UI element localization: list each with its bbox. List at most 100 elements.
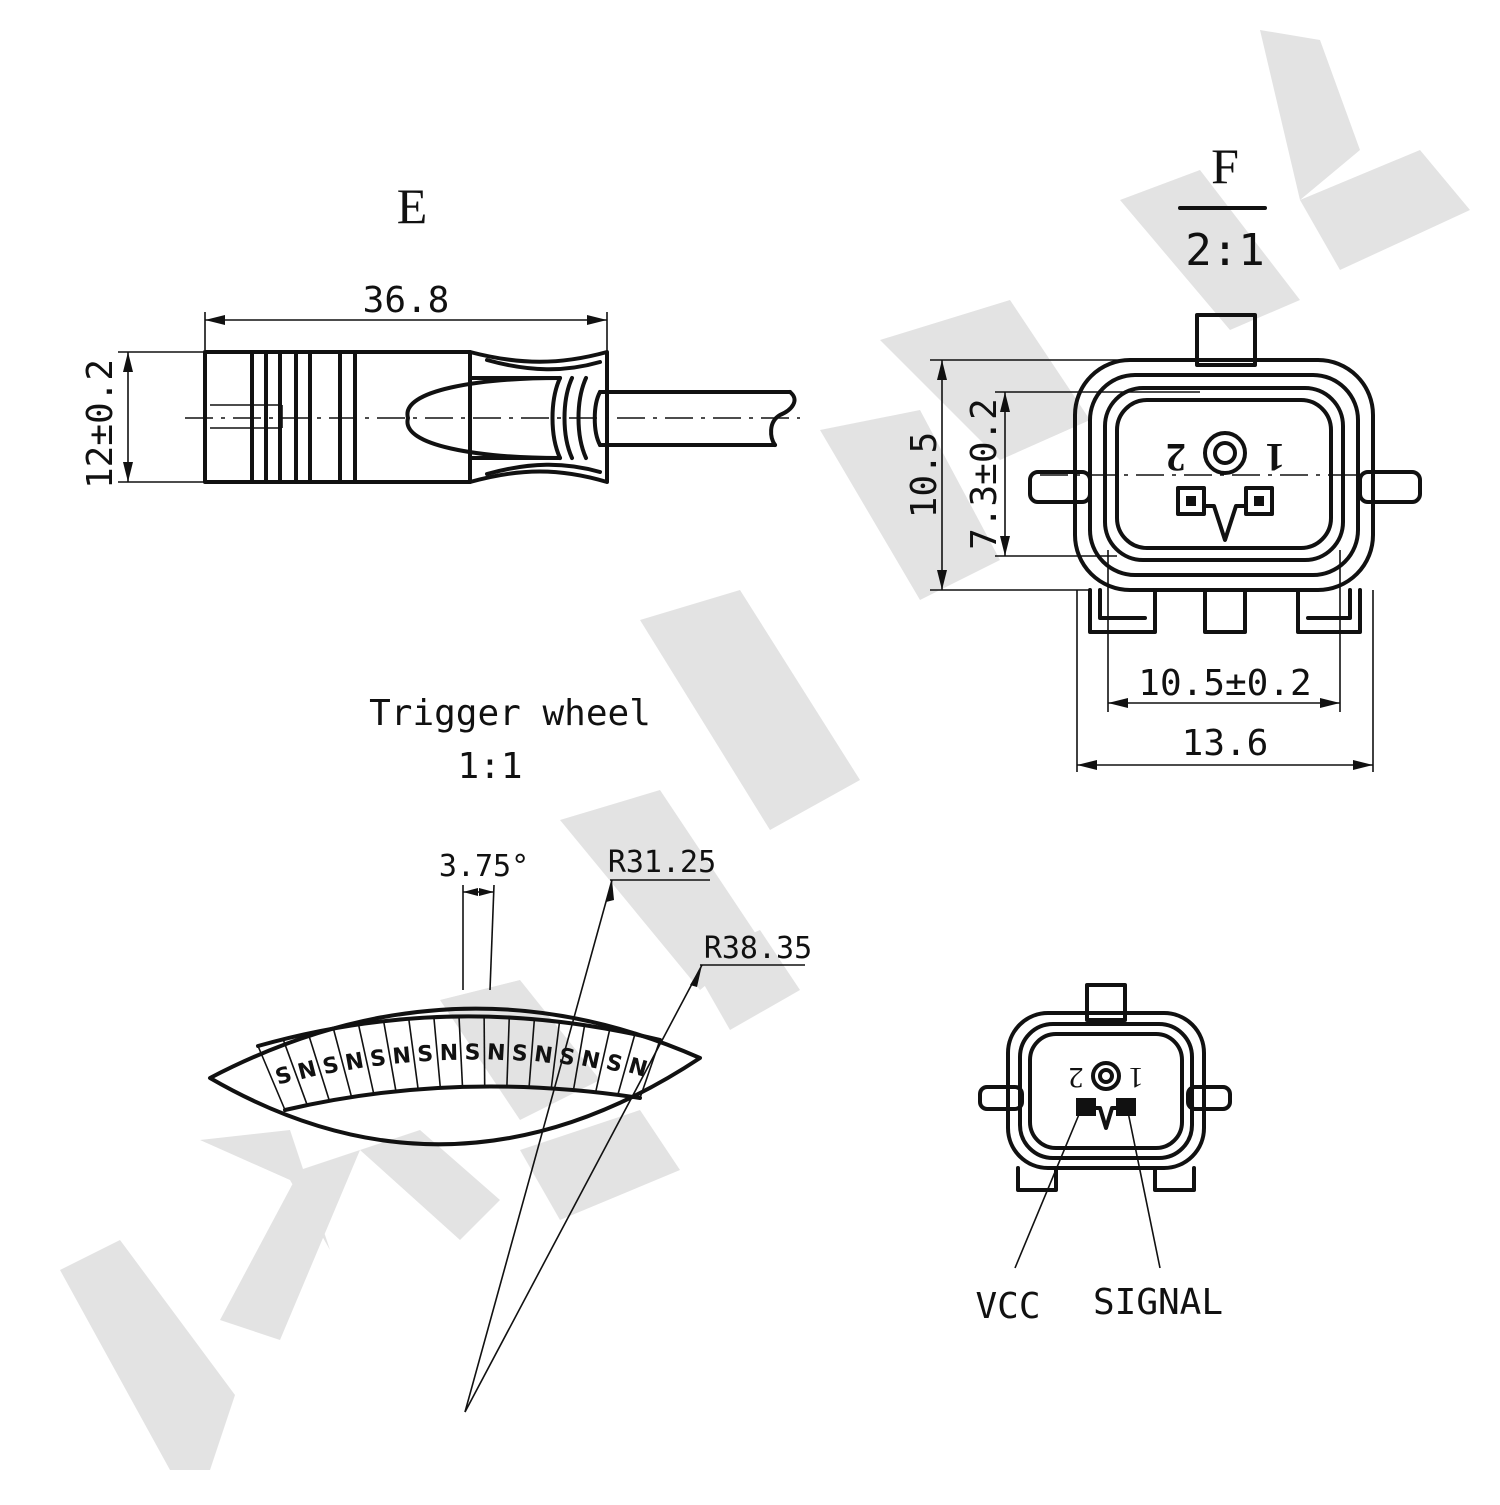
pole-divider <box>407 1018 419 1090</box>
pinout-left-ear <box>978 1085 1024 1111</box>
pole-divider <box>332 1028 353 1098</box>
view-f-pin-1-label: 1 <box>1265 435 1285 480</box>
trigger-wheel-inner-radius-label: R31.25 <box>608 845 716 880</box>
pinout-key-post-inner <box>1098 1068 1114 1084</box>
watermark-letter-m2 <box>640 590 860 830</box>
watermark-letter-m1 <box>560 790 760 990</box>
pole-divider <box>282 1039 308 1106</box>
pole-label: N <box>486 1040 506 1066</box>
view-e-height-label: 12±0.2 <box>80 359 121 489</box>
view-e-title: E <box>397 178 428 234</box>
pole-label: S <box>603 1050 625 1078</box>
pinout-terminal-2 <box>1076 1098 1096 1116</box>
pole-label: S <box>557 1044 577 1071</box>
pole-divider <box>594 1029 611 1093</box>
view-e: E 36.8 12±0.2 <box>80 178 800 489</box>
pole-divider <box>257 1045 286 1111</box>
view-f-inner-width-label: 10.5±0.2 <box>1138 663 1311 704</box>
pole-divider <box>433 1017 442 1088</box>
view-f-inner-height-label: 7.3±0.2 <box>964 398 1005 550</box>
view-f-connector-face: 2 1 <box>1028 313 1422 634</box>
view-e-connector-body <box>203 350 472 484</box>
trigger-wheel-title: Trigger wheel <box>369 693 651 734</box>
pinout-terminal-1 <box>1116 1098 1136 1116</box>
view-f-outer-width-dimension: 13.6 <box>1076 590 1374 772</box>
pinout-right-ear <box>1186 1085 1232 1111</box>
pinout-right-latch <box>1153 1166 1196 1192</box>
pole-divider <box>550 1021 561 1089</box>
pinout-pin-1-label: 1 <box>1129 1061 1144 1094</box>
watermark-letter-n2 <box>520 1110 680 1220</box>
watermark-letter-k-left <box>1120 170 1300 330</box>
pole-divider <box>382 1021 397 1092</box>
trigger-wheel-scale: 1:1 <box>457 746 522 787</box>
watermark-letter-k-top <box>1260 30 1360 200</box>
view-f-outer-width-label: 13.6 <box>1182 723 1269 764</box>
watermark <box>60 30 1470 1470</box>
pole-label: N <box>343 1048 365 1076</box>
pinout-top-tab <box>1085 983 1127 1022</box>
pinout-signal-label: SIGNAL <box>1093 1282 1223 1323</box>
pinout-vcc-leader <box>1014 1111 1081 1269</box>
pole-divider <box>617 1034 636 1096</box>
watermark-chevron <box>60 1240 235 1470</box>
pinout-vcc-label: VCC <box>975 1286 1040 1327</box>
trigger-wheel-angle-label: 3.75° <box>439 849 529 884</box>
watermark-letter-e <box>360 1130 500 1240</box>
view-f-scale: 2:1 <box>1185 225 1264 276</box>
trigger-wheel-segment-outline <box>208 1006 702 1147</box>
view-e-height-dimension: 12±0.2 <box>80 351 205 489</box>
view-f-pin-2-label: 2 <box>1166 435 1186 480</box>
view-e-length-dimension: 36.8 <box>204 280 608 355</box>
pinout-pin-2-label: 2 <box>1069 1061 1084 1094</box>
trigger-wheel-outer-radius-label: R38.35 <box>704 931 812 966</box>
pinout-key-post <box>1091 1061 1121 1091</box>
pole-divider <box>483 1016 486 1087</box>
watermark-letter-z-top <box>200 1130 330 1250</box>
pole-label: S <box>369 1046 388 1073</box>
pinout-seal <box>1028 1032 1184 1150</box>
view-f-outer-height-label: 10.5 <box>904 432 945 519</box>
pole-divider <box>528 1019 536 1088</box>
watermark-letter-z-diag <box>220 1150 360 1340</box>
pole-divider <box>458 1016 464 1087</box>
watermark-letter-n3 <box>690 930 800 1030</box>
pole-label: S <box>273 1062 295 1090</box>
view-f-inner-width-dimension: 10.5±0.2 <box>1107 550 1341 712</box>
trigger-wheel-outer-arc <box>283 1084 642 1112</box>
view-f-title: F <box>1211 138 1239 194</box>
pole-label: N <box>533 1042 555 1069</box>
view-f: F 2:1 2 1 <box>904 138 1422 772</box>
pole-divider <box>307 1033 331 1102</box>
pinout-view: 2 1 VCC SIGNAL <box>975 983 1232 1327</box>
pinout-housing <box>1006 1011 1206 1170</box>
pole-label: S <box>511 1041 529 1067</box>
pole-label: S <box>417 1042 434 1068</box>
pole-label: N <box>579 1046 602 1074</box>
pole-label: S <box>321 1052 342 1080</box>
pole-divider <box>506 1017 511 1087</box>
pole-label: S <box>464 1040 480 1065</box>
pinout-signal-leader <box>1127 1111 1161 1269</box>
view-e-length-label: 36.8 <box>363 280 450 321</box>
pole-divider <box>357 1024 375 1095</box>
trigger-wheel-angle-dimension: 3.75° <box>439 849 529 991</box>
pole-label: N <box>391 1043 412 1070</box>
watermark-letter-k-arm <box>1300 150 1470 270</box>
pole-divider <box>572 1025 586 1091</box>
trigger-wheel-inner-arc <box>256 1014 662 1048</box>
view-f-inner-height-dimension: 7.3±0.2 <box>964 391 1200 557</box>
pinout-housing-inner <box>1018 1022 1194 1160</box>
view-f-outer-height-dimension: 10.5 <box>904 359 1215 591</box>
pole-label: N <box>440 1041 459 1066</box>
trigger-wheel-radius-dimensions: R31.25 R38.35 <box>464 845 812 1413</box>
watermark-letter-e2 <box>880 300 1090 460</box>
view-e-cable <box>592 390 797 447</box>
watermark-letter-t <box>820 410 1000 600</box>
view-e-boot <box>405 350 609 484</box>
pinout-key-v <box>1094 1106 1118 1130</box>
